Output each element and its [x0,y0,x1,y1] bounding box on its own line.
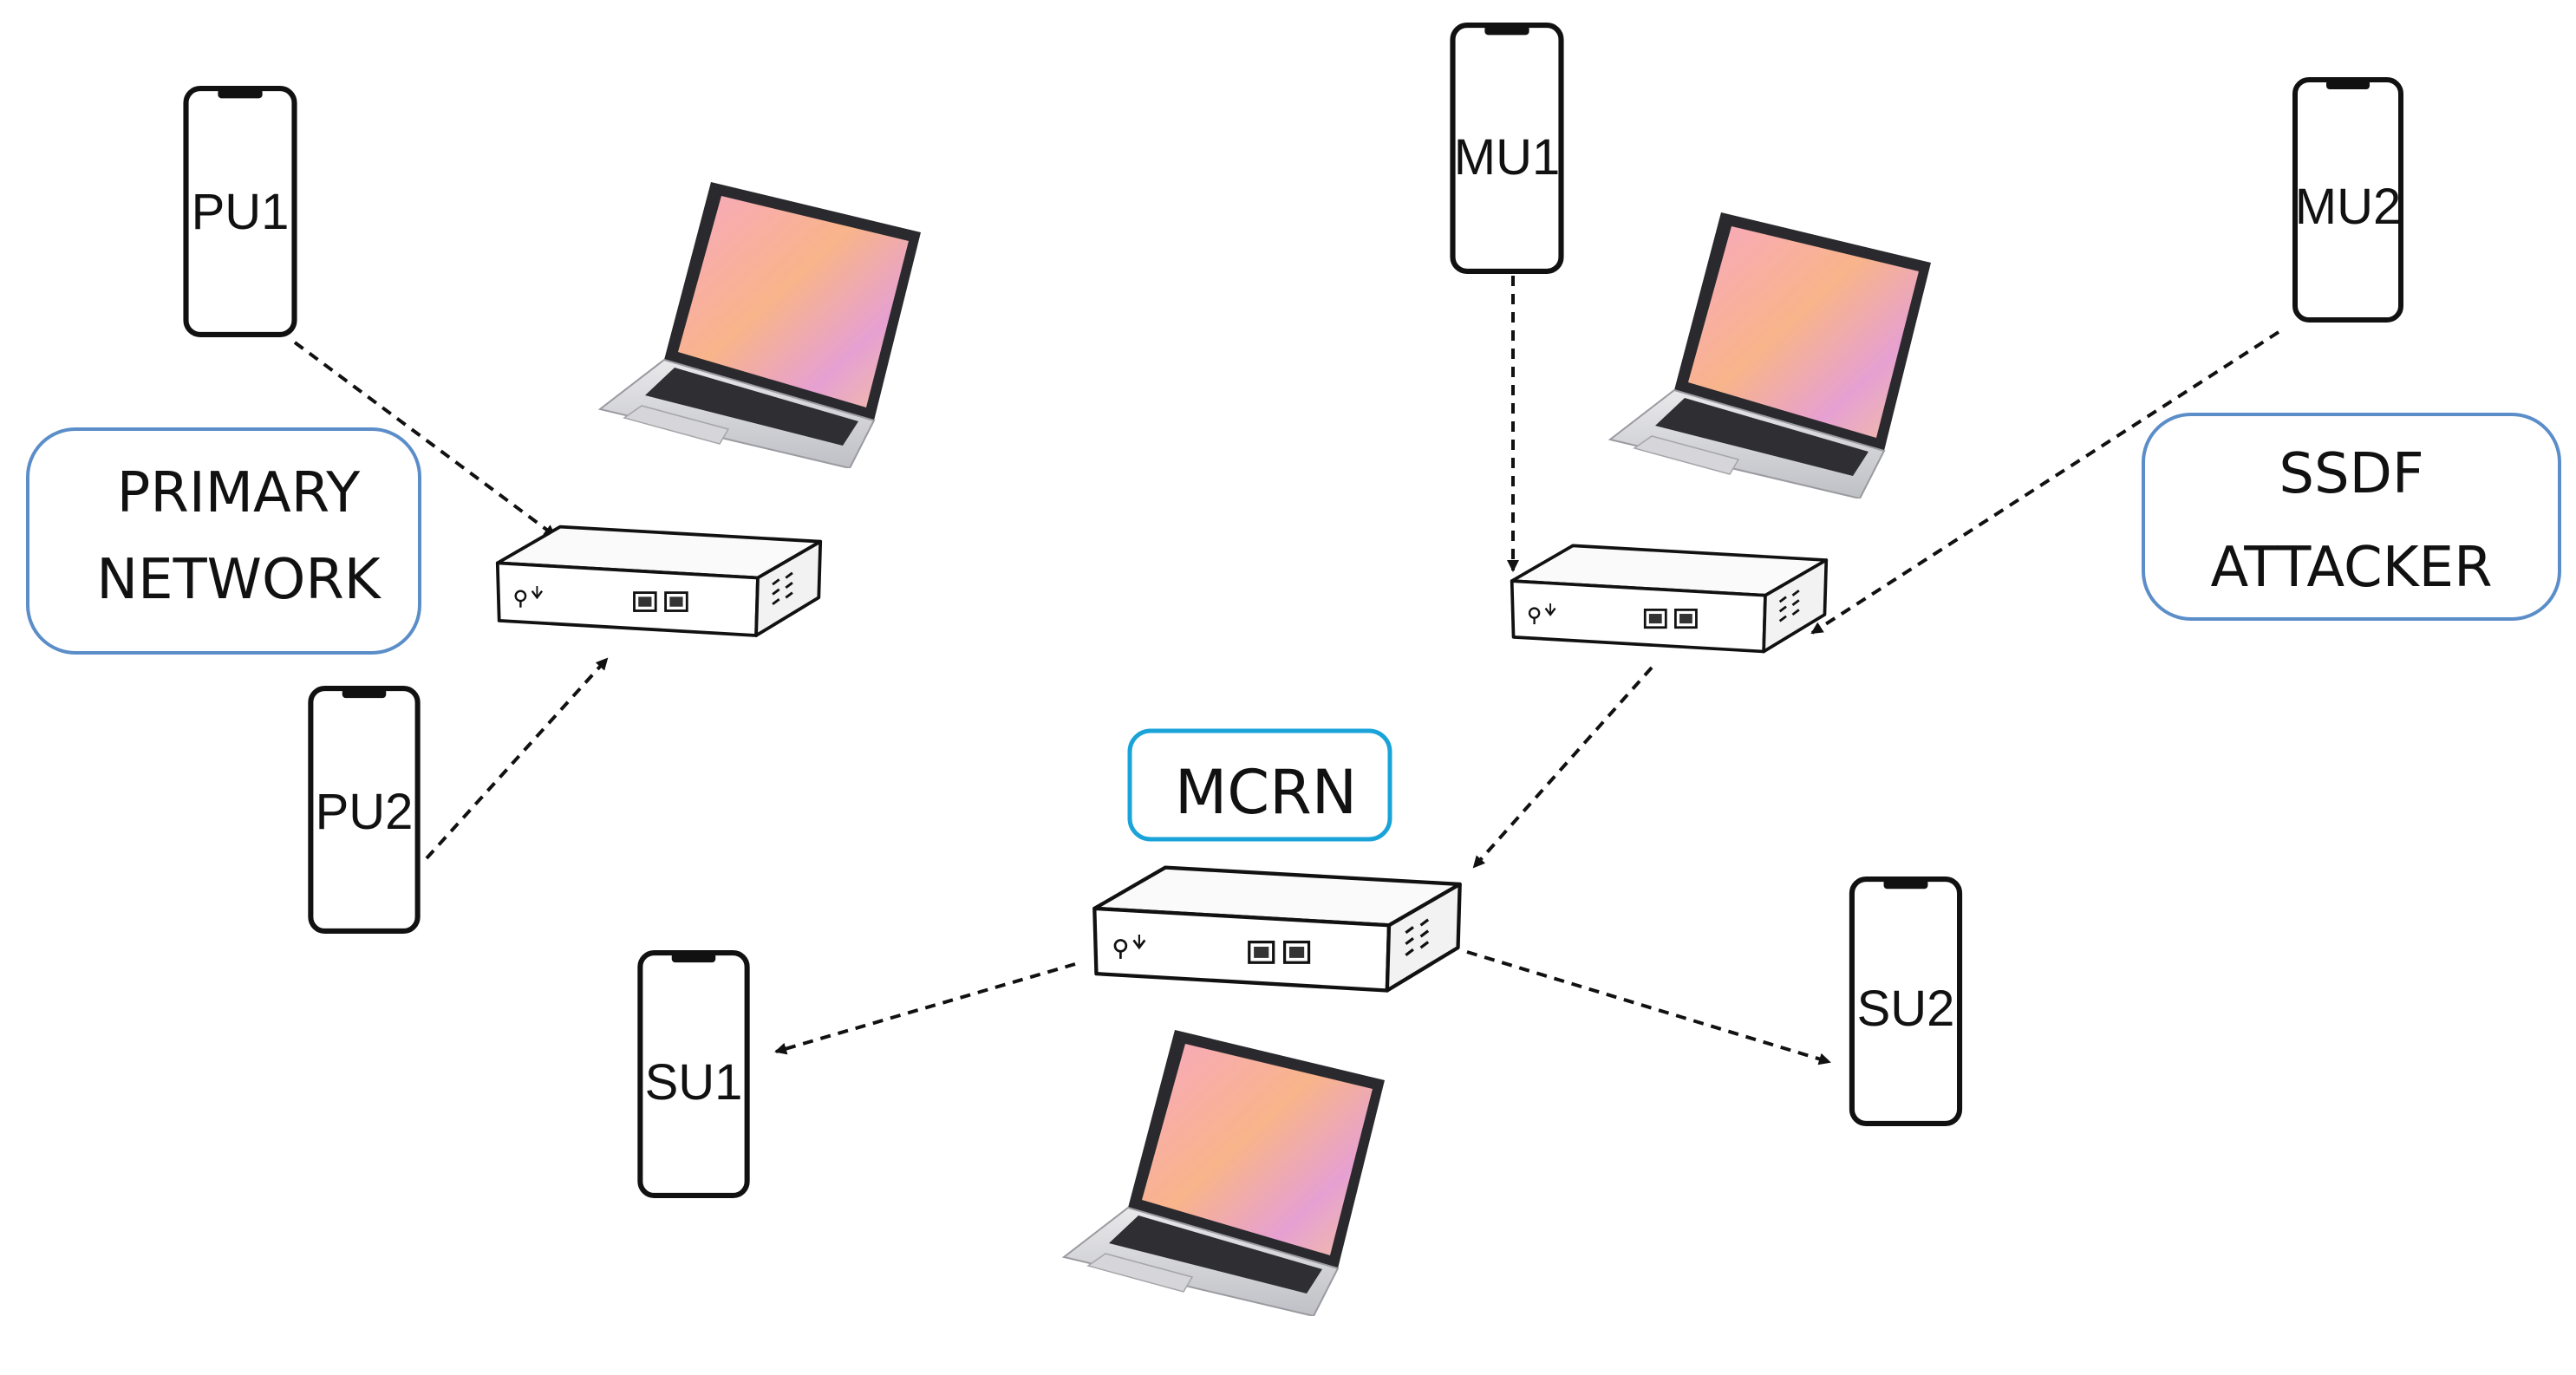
phone-su1: SU1 [640,953,747,1196]
phone-pu2: PU2 [310,688,417,931]
arrow-mcrn-to-su2 [1466,950,1831,1065]
arrow-secondary-bs-to-mcrn [1472,666,1653,869]
phone-mu2: MU2 [2295,80,2401,320]
primary-network-line2: NETWORK [96,548,382,612]
phone-label-mu1: MU1 [1454,129,1560,186]
phone-label-su1: SU1 [645,1054,743,1111]
ssdf-attacker-line2: ATTACKER [2210,536,2492,600]
connection-arrows [293,276,2280,1065]
arrow-mu2-to-secondary-bs [1810,330,2280,635]
phone-mu1: MU1 [1453,25,1562,271]
phone-su2: SU2 [1852,879,1960,1124]
mcrn-text: MCRN [1175,757,1357,828]
router-box-icon-primary [495,525,823,637]
router-box-icon-secondary [1510,544,1829,654]
phone-label-pu1: PU1 [192,184,290,240]
mcrn-label: MCRN [1127,728,1392,842]
ssdf-attacker-line1: SSDF [2279,442,2423,506]
ssdf-attacker-box [2142,413,2561,621]
primary-network-box [26,427,421,655]
phone-label-pu2: PU2 [316,784,414,840]
laptop-icon-primary [599,182,922,468]
laptop-icon-mcrn [1063,1030,1386,1316]
router-box-icon-mcrn [1094,868,1459,991]
phone-label-su2: SU2 [1857,981,1955,1037]
mcrn-box [1127,728,1392,842]
arrow-pu2-to-primary-bs [425,657,609,860]
phone-pu1: PU1 [186,88,295,335]
laptop-icon-secondary [1609,212,1932,499]
phone-label-mu2: MU2 [2295,179,2401,235]
arrow-mcrn-to-su1 [774,962,1076,1055]
primary-network-line1: PRIMARY [117,461,361,525]
primary-network-label: PRIMARY NETWORK [26,427,421,655]
ssdf-attacker-label: SSDF ATTACKER [2142,413,2561,621]
